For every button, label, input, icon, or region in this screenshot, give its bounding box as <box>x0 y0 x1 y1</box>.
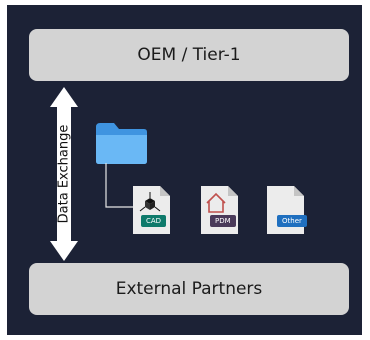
cad-badge: CAD <box>141 215 167 227</box>
document-icon <box>267 186 304 234</box>
external-partners-box: External Partners <box>29 263 349 315</box>
oem-tier1-box: OEM / Tier-1 <box>29 29 349 81</box>
cad-cube-icon <box>133 186 170 234</box>
pdm-file <box>199 185 239 235</box>
folder-icon <box>96 123 147 164</box>
diagram-panel: OEM / Tier-1 Data Exchange CAD P <box>7 5 362 335</box>
other-file <box>265 185 305 235</box>
data-exchange-label: Data Exchange <box>56 124 72 224</box>
double-arrow-icon <box>50 87 78 261</box>
folder-connector-line <box>105 163 133 208</box>
cad-file <box>131 185 171 235</box>
house-icon <box>201 186 238 234</box>
pdm-badge: PDM <box>210 215 236 227</box>
other-badge: Other <box>277 215 307 227</box>
